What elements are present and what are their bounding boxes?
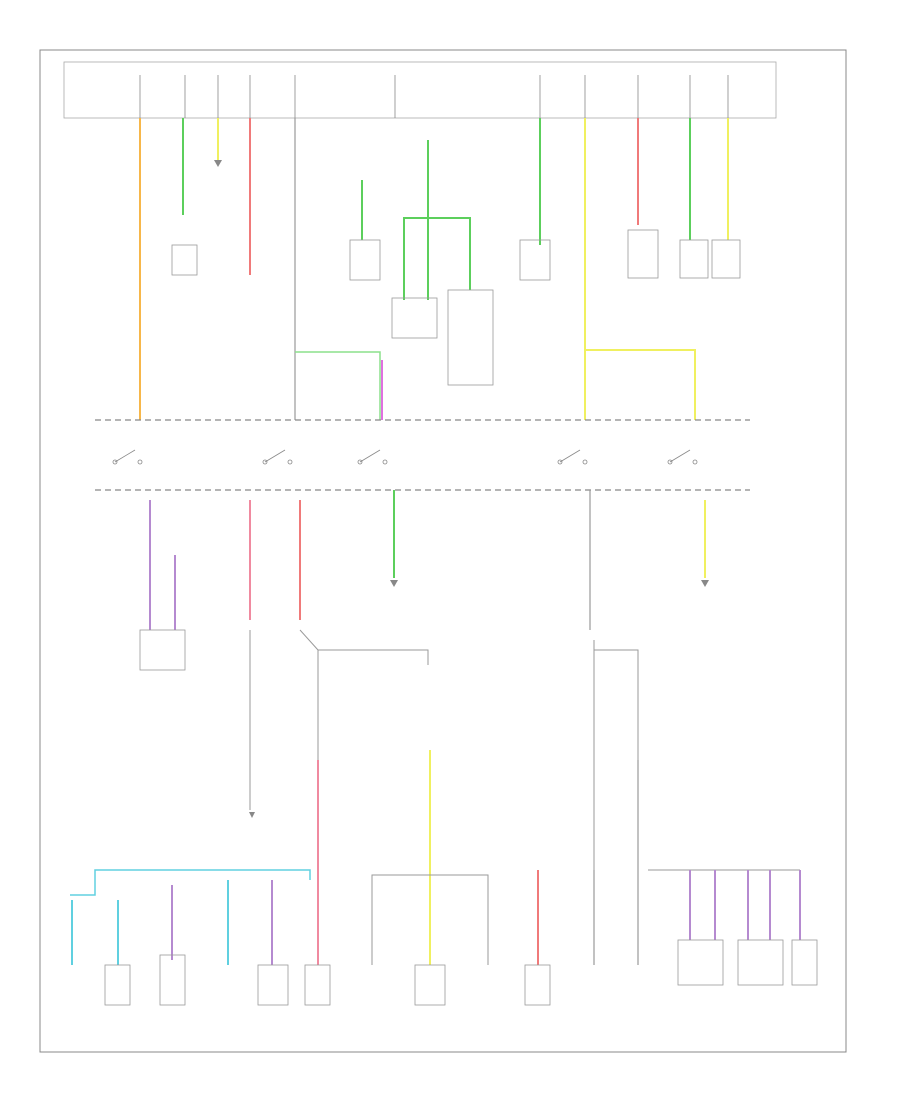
wire-violet-group (689, 870, 801, 940)
bottom-components (104, 939, 818, 1006)
fuse-panel-fuses (139, 75, 729, 118)
ground-symbols (214, 160, 709, 818)
diagram-frame (39, 49, 847, 1053)
ignition-switch-contacts (112, 449, 698, 465)
wire-grey-splice (371, 874, 489, 965)
wire-cyan-splice (70, 869, 311, 896)
rear-component-box (139, 629, 186, 671)
fuse-panel-box (63, 61, 777, 119)
wire-yellow-bridge (585, 349, 696, 420)
wire-ltgreen-bridge (295, 351, 381, 420)
upper-components (171, 229, 741, 386)
wire-green-4 (403, 217, 471, 300)
lower-fuse-block (249, 629, 639, 870)
